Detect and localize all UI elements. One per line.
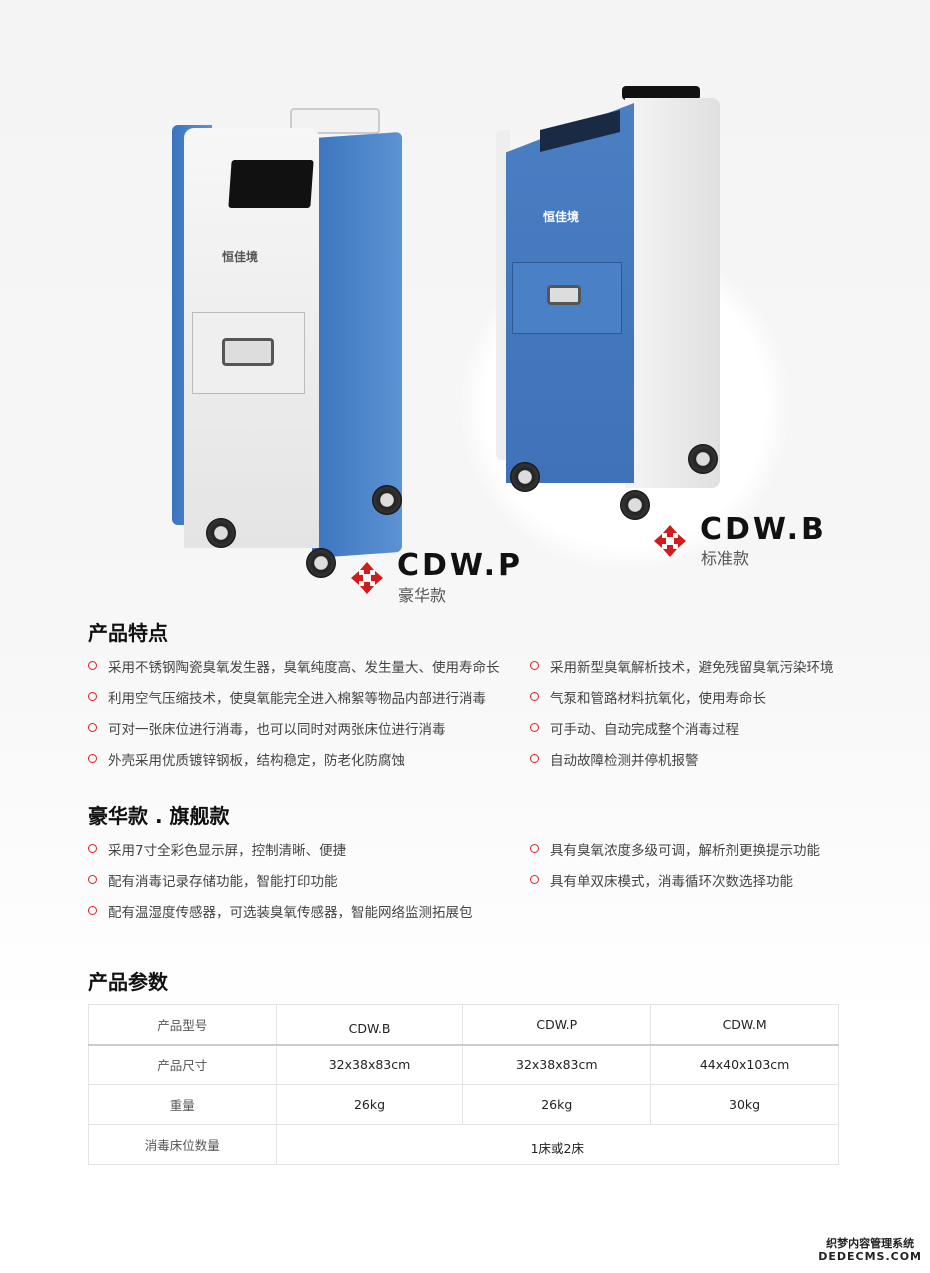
table-cell: CDW.M bbox=[650, 1004, 839, 1046]
product-edition: 标准款 bbox=[701, 549, 750, 568]
specs-table: 产品型号 CDW.B CDW.P CDW.M 产品尺寸 32x38x83cm 3… bbox=[88, 1004, 840, 1165]
product-edition: 豪华款 bbox=[398, 586, 447, 605]
table-cell: 1床或2床 bbox=[275, 1124, 840, 1165]
table-cell: CDW.P bbox=[462, 1004, 652, 1046]
row-label: 产品尺寸 bbox=[88, 1044, 277, 1085]
deluxe-item: 采用7寸全彩色显示屏，控制清晰、便捷 bbox=[87, 839, 346, 859]
deluxe-item: 配有温湿度传感器，可选装臭氧传感器，智能网络监测拓展包 bbox=[88, 901, 473, 921]
feature-item: 气泵和管路材料抗氧化，使用寿命长 bbox=[530, 687, 766, 707]
section-title-features: 产品特点 bbox=[88, 621, 168, 645]
row-label: 重量 bbox=[88, 1084, 277, 1125]
row-label: 消毒床位数量 bbox=[88, 1124, 277, 1165]
feature-item: 外壳采用优质镀锌钢板，结构稳定，防老化防腐蚀 bbox=[88, 749, 405, 769]
row-label: 产品型号 bbox=[88, 1004, 277, 1046]
feature-item: 自动故障检测并停机报警 bbox=[530, 749, 699, 769]
deluxe-item: 具有臭氧浓度多级可调，解析剂更换提示功能 bbox=[530, 839, 820, 859]
table-cell: CDW.B bbox=[275, 1004, 464, 1046]
watermark-line: DEDECMS.COM bbox=[818, 1250, 922, 1263]
watermark: 织梦内容管理系统 DEDECMS.COM bbox=[818, 1237, 922, 1263]
table-cell: 26kg bbox=[462, 1084, 652, 1125]
deluxe-item: 配有消毒记录存储功能，智能打印功能 bbox=[88, 870, 338, 890]
product-logo: 恒佳境 bbox=[543, 210, 580, 224]
table-row: 消毒床位数量 1床或2床 bbox=[88, 1124, 840, 1165]
feature-item: 可手动、自动完成整个消毒过程 bbox=[530, 718, 739, 738]
table-row: 重量 26kg 26kg 30kg bbox=[88, 1084, 839, 1125]
table-row: 产品尺寸 32x38x83cm 32x38x83cm 44x40x103cm bbox=[88, 1044, 839, 1085]
table-row: 产品型号 CDW.B CDW.P CDW.M bbox=[88, 1004, 839, 1046]
move-arrows-icon bbox=[351, 562, 383, 594]
product-model: CDW.P bbox=[397, 548, 523, 583]
feature-item: 可对一张床位进行消毒，也可以同时对两张床位进行消毒 bbox=[88, 718, 446, 738]
section-title-specs: 产品参数 bbox=[88, 970, 168, 994]
feature-item: 利用空气压缩技术，使臭氧能完全进入棉絮等物品内部进行消毒 bbox=[88, 687, 486, 707]
product-logo: 恒佳境 bbox=[222, 250, 259, 264]
table-cell: 32x38x83cm bbox=[275, 1044, 464, 1085]
feature-item: 采用不锈钢陶瓷臭氧发生器，臭氧纯度高、发生量大、使用寿命长 bbox=[88, 656, 500, 676]
feature-item: 采用新型臭氧解析技术，避免残留臭氧污染环境 bbox=[530, 656, 834, 676]
table-cell: 44x40x103cm bbox=[650, 1044, 839, 1085]
move-arrows-icon bbox=[654, 525, 686, 557]
section-title-deluxe: 豪华款 . 旗舰款 bbox=[88, 804, 230, 828]
product-model: CDW.B bbox=[700, 512, 827, 547]
watermark-line: 织梦内容管理系统 bbox=[826, 1237, 915, 1250]
table-cell: 32x38x83cm bbox=[462, 1044, 652, 1085]
table-cell: 30kg bbox=[650, 1084, 839, 1125]
deluxe-item: 具有单双床模式，消毒循环次数选择功能 bbox=[530, 870, 793, 890]
table-cell: 26kg bbox=[275, 1084, 464, 1125]
